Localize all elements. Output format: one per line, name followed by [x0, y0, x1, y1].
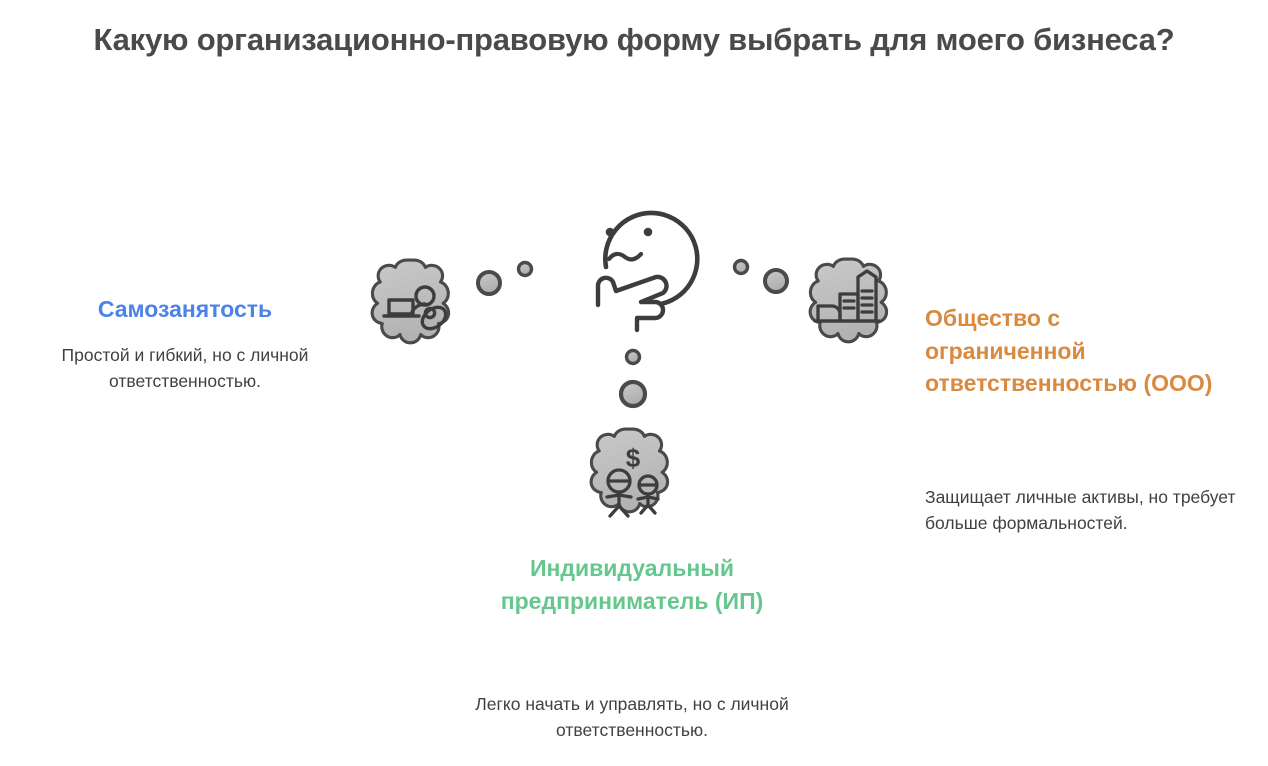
- thought-dots-left: [476, 260, 534, 296]
- llc-bubble: [808, 257, 889, 344]
- branch-description-self-employed: Простой и гибкий, но с личной ответствен…: [61, 345, 309, 391]
- branch-label-sole-proprietor: Индивидуальный предприниматель (ИП): [500, 555, 764, 614]
- two-people-with-dollar-icon: $: [605, 443, 660, 518]
- self-employed-bubble: [370, 258, 451, 345]
- office-buildings-icon: [813, 269, 881, 323]
- sole-proprietor-bubble: $: [589, 427, 670, 518]
- thinking-face-icon: [595, 210, 700, 333]
- branch-label-llc: Общество с ограниченной ответственностью…: [925, 305, 1213, 397]
- branch-description-sole-proprietor: Легко начать и управлять, но с личной от…: [475, 694, 789, 740]
- thought-dots-right: [732, 258, 789, 294]
- thought-dots-bottom: [618, 348, 648, 409]
- branch-label-self-employed: Самозанятость: [97, 296, 273, 322]
- svg-text:$: $: [626, 443, 641, 473]
- person-with-laptop-icon: [382, 285, 448, 331]
- page-title: Какую организационно-правовую форму выбр…: [93, 22, 1175, 57]
- branch-description-llc: Защищает личные активы, но требует больш…: [925, 487, 1236, 533]
